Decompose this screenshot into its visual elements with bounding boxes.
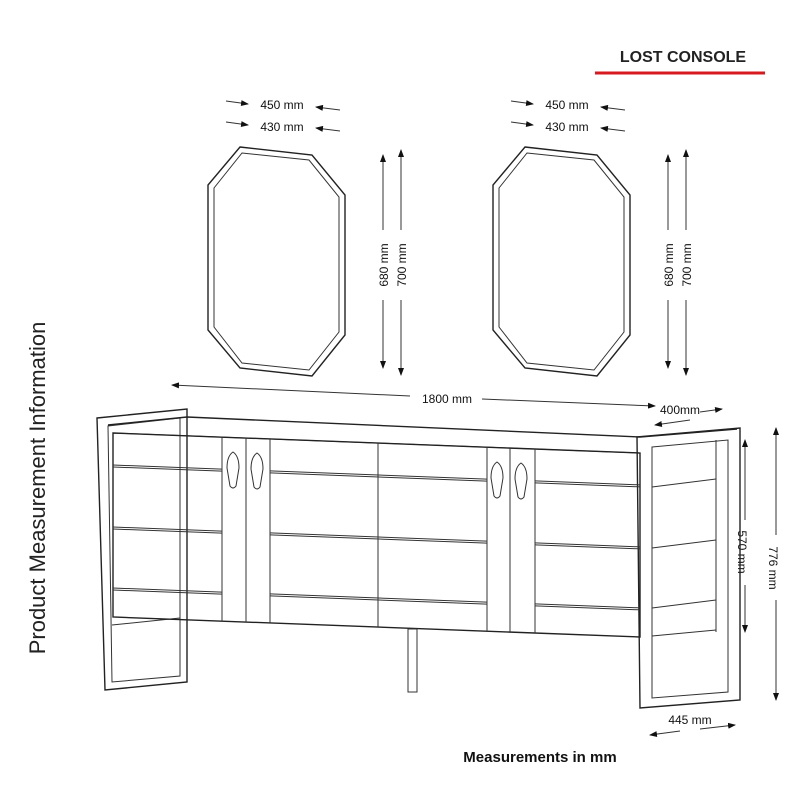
- console-width: 1800 mm: [422, 392, 472, 406]
- shelf-line: [269, 534, 488, 544]
- shelf-line: [534, 542, 641, 548]
- shelf-line: [269, 532, 488, 542]
- mirror-right-inner-width: 430 mm: [545, 120, 588, 134]
- mirror-left-outer-width: 450 mm: [260, 98, 303, 112]
- mirror-left-inner-width: 430 mm: [260, 120, 303, 134]
- shelf-line: [269, 595, 488, 605]
- mirror-right-inner-height: 680 mm: [662, 243, 676, 286]
- shelf-line: [112, 466, 223, 472]
- handle-icon: [250, 452, 264, 490]
- console-depth: 400mm: [660, 403, 700, 417]
- mirror-right-outer-width: 450 mm: [545, 98, 588, 112]
- mirror-left-inner-height: 680 mm: [377, 243, 391, 286]
- measurements-note: Measurements in mm: [463, 749, 616, 766]
- shelf-line: [269, 470, 488, 480]
- console-front: [112, 432, 641, 638]
- console-body-height: 570 mm: [735, 530, 749, 573]
- mirror-left: 450 mm 430 mm 680 mm 700 mm: [207, 98, 409, 377]
- console-top: [107, 416, 738, 438]
- right-side-frame: [636, 427, 741, 709]
- handle-icon: [490, 461, 504, 499]
- shelf-line: [112, 587, 223, 593]
- product-title: LOST CONSOLE: [620, 49, 747, 66]
- console-drawing: [96, 408, 741, 709]
- console-total-height: 776 mm: [766, 546, 780, 589]
- shelf-line: [534, 603, 641, 609]
- handle-icon: [514, 462, 528, 500]
- console-side-depth: 445 mm: [668, 713, 711, 727]
- shelf-line: [269, 593, 488, 603]
- shelf-line: [112, 464, 223, 470]
- shelf-line: [269, 472, 488, 482]
- left-side-frame: [96, 408, 188, 691]
- shelf-line: [534, 480, 641, 486]
- side-caption: Product Measurement Information: [25, 322, 50, 655]
- middle-leg: [407, 628, 418, 693]
- mirror-left-outer-height: 700 mm: [395, 243, 409, 286]
- width-dimension-line: [171, 382, 411, 397]
- shelf-line: [534, 605, 641, 611]
- shelf-line: [112, 526, 223, 532]
- mirror-right-outer-height: 700 mm: [680, 243, 694, 286]
- shelf-line: [112, 589, 223, 595]
- shelf-line: [112, 528, 223, 534]
- handle-icon: [226, 451, 240, 489]
- shelf-line: [534, 482, 641, 488]
- mirror-right: 450 mm 430 mm 680 mm 700 mm: [492, 98, 694, 377]
- shelf-line: [534, 544, 641, 550]
